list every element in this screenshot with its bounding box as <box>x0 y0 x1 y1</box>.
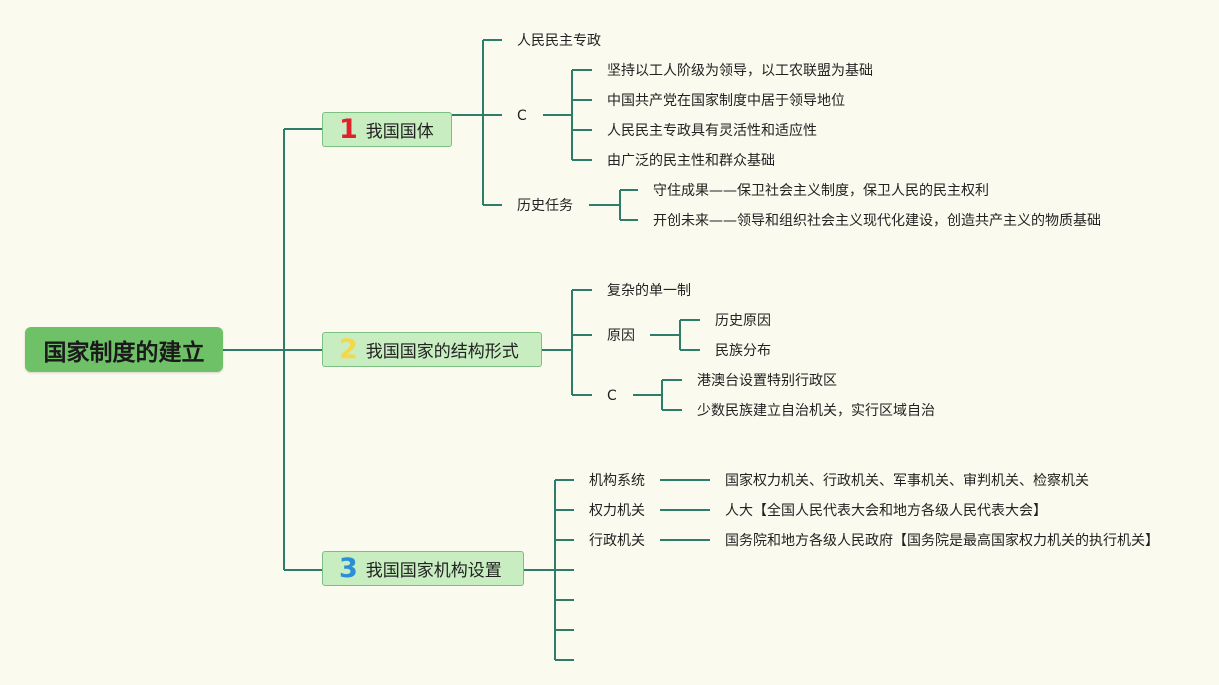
topic-guoti[interactable]: 1 我国国体 <box>322 112 452 147</box>
leaf-2-1-2[interactable]: 民族分布 <box>715 343 771 359</box>
leaf-1-2-2[interactable]: 开创未来——领导和组织社会主义现代化建设，创造共产主义的物质基础 <box>653 213 1101 229</box>
leaf-1-1-1[interactable]: 坚持以工人阶级为领导，以工农联盟为基础 <box>607 63 873 79</box>
leaf-3-2-1[interactable]: 国务院和地方各级人民政府【国务院是最高国家权力机关的执行机关】 <box>725 533 1159 549</box>
number-3-icon: 3 <box>339 553 358 584</box>
item-c-2[interactable]: C <box>607 388 617 404</box>
leaf-3-0-1[interactable]: 国家权力机关、行政机关、军事机关、审判机关、检察机关 <box>725 473 1089 489</box>
leaf-3-1-1[interactable]: 人大【全国人民代表大会和地方各级人民代表大会】 <box>725 503 1047 519</box>
item-renmin-minzhu-zhuanzheng[interactable]: 人民民主专政 <box>517 33 601 49</box>
topic-jiegou-xingshi-label: 我国国家的结构形式 <box>365 342 519 362</box>
leaf-2-2-1[interactable]: 港澳台设置特别行政区 <box>697 373 837 389</box>
topic-jigou-shezhi[interactable]: 3 我国国家机构设置 <box>322 551 524 586</box>
item-quanli-jiguan[interactable]: 权力机关 <box>589 503 645 519</box>
item-yuanyin[interactable]: 原因 <box>607 328 635 344</box>
topic-guoti-label: 我国国体 <box>365 122 434 142</box>
item-fuza-danyizhi[interactable]: 复杂的单一制 <box>607 283 691 299</box>
topic-jiegou-xingshi[interactable]: 2 我国国家的结构形式 <box>322 332 542 367</box>
leaf-1-1-3[interactable]: 人民民主专政具有灵活性和适应性 <box>607 123 817 139</box>
item-c-1[interactable]: C <box>517 108 527 124</box>
root-topic[interactable]: 国家制度的建立 <box>25 327 223 372</box>
item-xingzheng-jiguan[interactable]: 行政机关 <box>589 533 645 549</box>
leaf-1-2-1[interactable]: 守住成果——保卫社会主义制度，保卫人民的民主权利 <box>653 183 989 199</box>
leaf-2-2-2[interactable]: 少数民族建立自治机关，实行区域自治 <box>697 403 935 419</box>
item-jigou-xitong[interactable]: 机构系统 <box>589 473 645 489</box>
leaf-1-1-2[interactable]: 中国共产党在国家制度中居于领导地位 <box>607 93 845 109</box>
item-lishi-renwu[interactable]: 历史任务 <box>517 198 573 214</box>
topic-jigou-shezhi-label: 我国国家机构设置 <box>365 561 502 581</box>
number-2-icon: 2 <box>339 334 358 365</box>
number-1-icon: 1 <box>339 114 358 145</box>
leaf-1-1-4[interactable]: 由广泛的民主性和群众基础 <box>607 153 775 169</box>
leaf-2-1-1[interactable]: 历史原因 <box>715 313 771 329</box>
